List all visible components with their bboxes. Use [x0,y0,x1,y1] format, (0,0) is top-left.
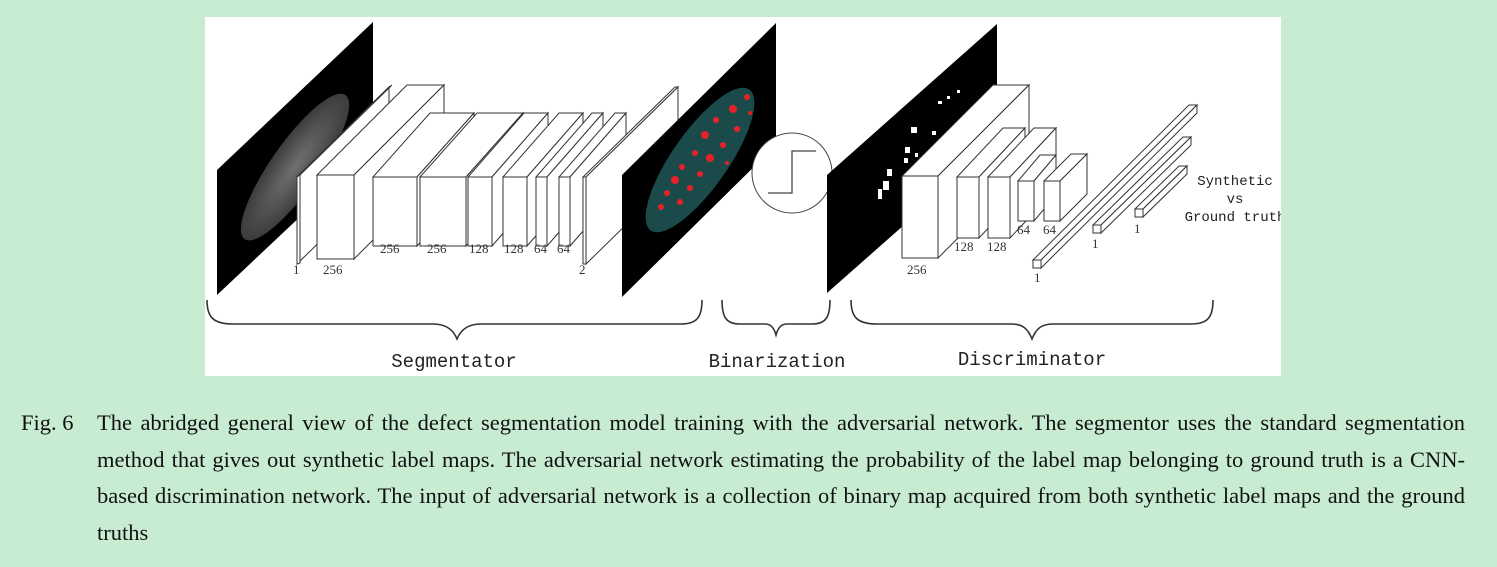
segmented-map-image [622,23,776,297]
discriminator-channel-labels: 256 128 128 64 64 1 1 1 [907,221,1141,285]
binary-map-image [827,24,997,293]
output-synthetic: Synthetic [1197,174,1273,190]
label-disc-64b: 64 [1043,222,1057,237]
binarization-brace [721,299,831,338]
segmentator-channel-labels: 1 256 256 256 128 128 64 64 2 [293,241,586,277]
discriminator-layers [900,83,1199,270]
section-braces [206,299,1214,342]
label-seg-64a: 64 [534,241,548,256]
label-seg-128a: 128 [469,241,489,256]
output-ground-truth: Ground truth [1185,210,1281,226]
label-seg-128b: 128 [504,241,524,256]
label-seg-256c: 256 [427,241,447,256]
label-disc-128a: 128 [954,239,974,254]
label-disc-1b: 1 [1092,236,1099,251]
label-seg-2: 2 [579,262,586,277]
label-disc-1a: 1 [1034,270,1041,285]
caption-text: The abridged general view of the defect … [97,410,1465,545]
label-seg-256a: 256 [323,262,343,277]
label-seg-1: 1 [293,262,300,277]
discriminator-label: Discriminator [958,349,1106,371]
figure-panel: 1 256 256 256 128 128 64 64 2 [205,17,1281,376]
discriminator-brace [850,299,1214,342]
architecture-diagram: 1 256 256 256 128 128 64 64 2 [206,22,1281,373]
segmentator-brace [206,299,703,342]
label-disc-128b: 128 [987,239,1007,254]
output-vs: vs [1227,192,1244,208]
label-disc-256: 256 [907,262,927,277]
segmentator-layers [296,83,680,266]
output-label: Synthetic vs Ground truth [1185,174,1281,226]
section-labels: Segmentator Binarization Discriminator [391,349,1106,373]
label-disc-1c: 1 [1134,221,1141,236]
figure-caption: Fig. 6 The abridged general view of the … [21,405,1465,551]
binarization-label: Binarization [709,351,846,373]
caption-number: Fig. 6 [21,410,74,435]
label-seg-64b: 64 [557,241,571,256]
label-seg-256b: 256 [380,241,400,256]
segmentator-label: Segmentator [391,351,516,373]
label-disc-64a: 64 [1017,222,1031,237]
input-image [217,22,373,295]
step-function-icon [751,132,833,214]
